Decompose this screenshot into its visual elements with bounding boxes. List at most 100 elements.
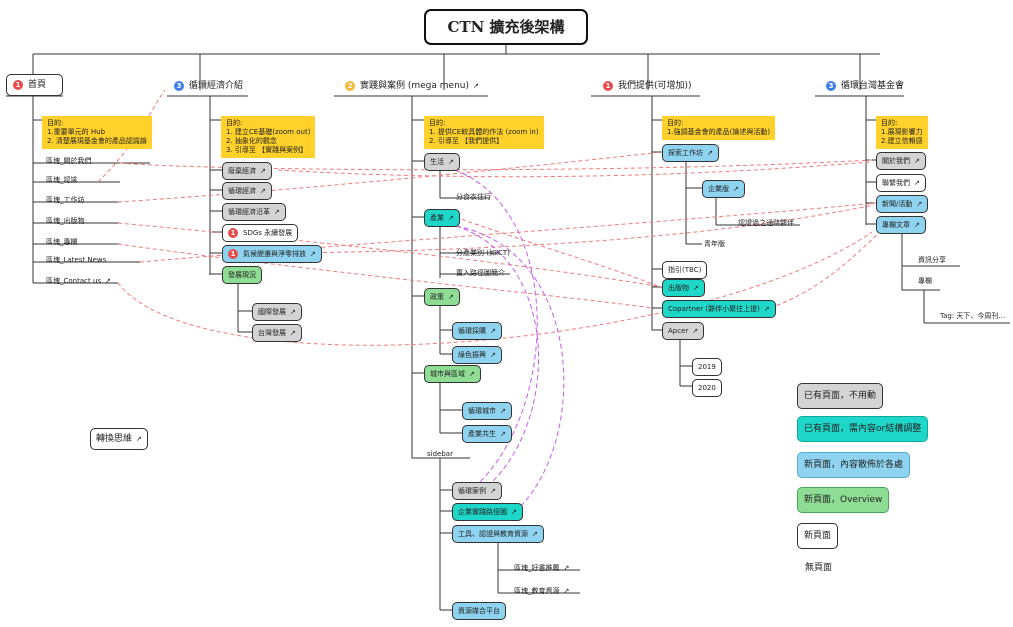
external-link-icon: ↗ — [490, 327, 496, 335]
priority-badge: 3 — [174, 80, 184, 91]
label: 新聞/活動 — [882, 200, 913, 208]
label: Copartner (夥伴小聚往上提) — [668, 305, 760, 313]
external-link-icon: ↗ — [473, 82, 479, 90]
practice-item-industry[interactable]: 產業↗ — [424, 209, 460, 227]
intro-item-international[interactable]: 國際發展 ↗ — [252, 303, 302, 321]
label: 產業共生 — [468, 430, 496, 438]
practice-item-life-sub[interactable]: 分食衣住行 — [456, 193, 491, 201]
home-goal-note: 目的: 1.重要單元的 Hub 2. 清楚展現基金會的產品認識論 — [42, 116, 152, 149]
intro-item-status[interactable]: 發展現況 — [222, 266, 262, 284]
external-link-icon: ↗ — [448, 158, 454, 166]
practice-item-symbiosis[interactable]: 產業共生 ↗ — [462, 425, 512, 443]
label: 出版物 — [668, 284, 689, 292]
priority-badge: 1 — [228, 249, 238, 259]
external-link-icon: ↗ — [511, 508, 517, 516]
label: 區塊_教育資源 — [514, 587, 560, 595]
external-link-icon: ↗ — [469, 370, 475, 378]
offer-item-guide[interactable]: 指引(TBC) — [662, 261, 708, 279]
offer-item-publications[interactable]: 出版物↗ — [662, 279, 705, 297]
practice-item-cases[interactable]: 循環案例↗ — [452, 482, 502, 500]
practice-item-procurement[interactable]: 循環採購 ↗ — [452, 322, 502, 340]
practice-item-circular-city[interactable]: 循環城市↗ — [462, 402, 512, 420]
foundation-item-about[interactable]: 關於我們 ↗ — [876, 152, 926, 170]
practice-item-enterprise-roadmap[interactable]: 企業實踐路徑圖 ↗ — [452, 503, 523, 521]
offer-item-copartner[interactable]: Copartner (夥伴小聚往上提)↗ — [662, 300, 776, 318]
practice-item-policy[interactable]: 政策↗ — [424, 288, 460, 306]
foundation-item-contact[interactable]: 聯繫我們 ↗ — [876, 174, 926, 192]
intro-header[interactable]: 3 循環經濟介紹 — [174, 80, 243, 92]
external-link-icon: ↗ — [260, 167, 266, 175]
external-link-icon: ↗ — [290, 329, 296, 337]
foundation-item-column[interactable]: 專欄 — [918, 277, 932, 285]
external-link-icon: ↗ — [707, 149, 713, 157]
label: 生活 — [430, 158, 444, 166]
mindmap-button[interactable]: 轉換思維↗ — [90, 428, 148, 450]
home-item-about[interactable]: 區塊_關於我們 — [46, 157, 92, 165]
external-link-icon: ↗ — [916, 200, 923, 208]
intro-item-circular-economy[interactable]: 循環經濟↗ — [222, 182, 272, 200]
label: 聯繫我們 — [882, 179, 910, 187]
foundation-item-info-share[interactable]: 資訊分享 — [918, 256, 946, 264]
offer-item-2019[interactable]: 2019 — [692, 358, 722, 376]
foundation-item-news[interactable]: 新聞/活動↗ — [876, 195, 929, 213]
foundation-item-articles[interactable]: 專欄文章↗ — [876, 216, 926, 234]
label: SDGs 永續發展 — [243, 229, 293, 237]
intro-label: 循環經濟介紹 — [189, 81, 244, 91]
offer-item-apcer[interactable]: Apcer↗ — [662, 322, 705, 340]
practice-item-matching-platform[interactable]: 資源媒合平台 — [452, 602, 506, 620]
offer-item-workshop[interactable]: 探索工作坊 ↗ — [662, 144, 719, 162]
external-link-icon: ↗ — [914, 179, 920, 187]
label: 循環採購 — [458, 327, 486, 335]
home-item-column[interactable]: 區塊_專欄 — [46, 238, 78, 246]
label: 台灣發展 — [258, 329, 286, 337]
practice-goal-note: 目的: 1. 提供CE較具體的作法 (zoom in) 2. 引導至 【我們提供… — [424, 116, 544, 149]
foundation-item-tag[interactable]: Tag: 天下、今周刊... — [940, 312, 1006, 320]
intro-item-waste-economy[interactable]: 廢棄經濟↗ — [222, 162, 272, 180]
offer-item-youth[interactable]: 青年版 — [704, 240, 725, 248]
label: 關於我們 — [882, 157, 910, 165]
practice-item-education[interactable]: 區塊_教育資源↗ — [514, 586, 569, 596]
practice-item-roadmap-intro[interactable]: 置入路徑圖簡介 — [456, 269, 505, 277]
external-link-icon: ↗ — [500, 430, 506, 438]
external-link-icon: ↗ — [914, 157, 920, 165]
practice-item-tools[interactable]: 工具、認證與教育資源↗ — [452, 525, 544, 543]
legend-new-page: 新頁面 — [797, 523, 839, 549]
home-item-learn[interactable]: 區塊_認識 — [46, 176, 78, 184]
foundation-goal-note: 目的: 1.展現影響力 2.建立信賴感 — [876, 116, 928, 149]
legend-new-overview: 新頁面，Overview — [797, 487, 890, 513]
offer-item-partners[interactable]: 認證過之通路夥伴 — [738, 219, 794, 227]
intro-item-taiwan[interactable]: 台灣發展 ↗ — [252, 324, 302, 342]
label: 城市與區域 — [430, 370, 465, 378]
external-link-icon: ↗ — [563, 587, 570, 595]
external-link-icon: ↗ — [290, 308, 296, 316]
practice-item-green-revival[interactable]: 綠色振興↗ — [452, 346, 502, 364]
external-link-icon: ↗ — [490, 351, 496, 359]
home-item-latest-news[interactable]: 區塊_Latest News — [46, 256, 107, 264]
external-link-icon: ↗ — [763, 305, 770, 313]
practice-item-industry-sub[interactable]: 分產業別 (如ICT) — [456, 249, 510, 257]
label: 國際發展 — [258, 308, 286, 316]
external-link-icon: ↗ — [274, 208, 280, 216]
external-link-icon: ↗ — [692, 327, 699, 335]
practice-item-life[interactable]: 生活 ↗ — [424, 153, 460, 171]
home-item-contact[interactable]: 區塊_Contact us↗ — [46, 276, 111, 286]
home-item-publications[interactable]: 區塊_出版物 — [46, 217, 85, 225]
home-item-workshop[interactable]: 區塊_工作坊 — [46, 196, 85, 204]
label: 產業 — [430, 214, 444, 222]
label: 氣候變遷與淨零排放 — [243, 250, 306, 258]
offer-item-enterprise[interactable]: 企業版↗ — [702, 180, 745, 198]
intro-item-history[interactable]: 循環經濟沿革↗ — [222, 203, 286, 221]
legend-no-page: 無頁面 — [805, 563, 833, 573]
practice-item-books[interactable]: 區塊_好書推薦↗ — [514, 563, 569, 573]
label: 企業實踐路徑圖 — [458, 508, 507, 516]
practice-item-city-region[interactable]: 城市與區域 ↗ — [424, 365, 481, 383]
offer-item-2020[interactable]: 2020 — [692, 379, 722, 397]
label: 探索工作坊 — [668, 149, 703, 157]
label: 轉換思維 — [96, 434, 133, 444]
